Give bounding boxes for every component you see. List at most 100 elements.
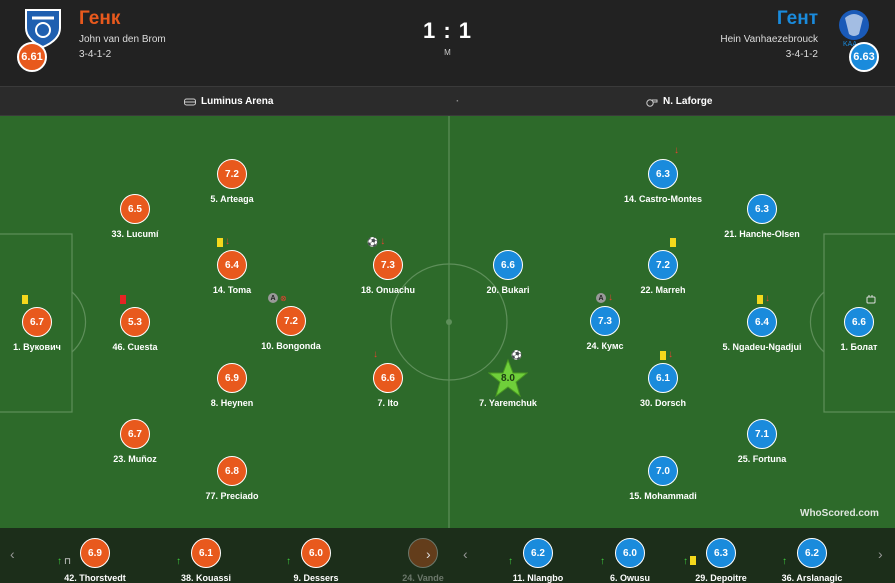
pitch-markings [0,116,895,528]
player-event-icons: A⊗ [268,293,287,303]
sub-rating: 6.3 [706,538,736,568]
sub-name: 9. Dessers [293,573,339,583]
sub-off-arrow-icon: ↓ [674,145,679,156]
player-name: 33. Lucumí [111,229,159,239]
substitution-icon: ⊗ [280,293,287,303]
subs-prev-arrow[interactable]: ‹ [10,546,15,562]
player-away-def-right[interactable]: 7.1 25. Fortuna [707,419,817,475]
sub-event-icons: ↑ [683,556,696,567]
player-rating: 6.9 [217,363,247,393]
player-home-gk[interactable]: 6.7 1. Вукович [0,294,92,363]
player-home-fw-1[interactable]: ⚽↓ 7.3 18. Onuachu [333,237,443,306]
goal-ball-icon: ⚽ [511,349,523,360]
player-rating: 7.0 [648,456,678,486]
match-info-bar: Luminus Arena · N. Laforge [0,86,895,116]
substitutes-bar: ‹ ↑⊓ 6.9 42. Thorstvedt ↑ 6.1 38. Kouass… [0,528,895,583]
red-card-icon [120,294,126,304]
player-name: 18. Onuachu [360,285,415,295]
player-away-gk[interactable]: 6.6 1. Болат [804,295,895,363]
sub-on-arrow-icon: ↑ [286,556,291,567]
player-home-mid-1[interactable]: 7.2 5. Arteaga [177,159,287,215]
sub-on-arrow-icon: ↑ [782,556,787,567]
home-formation: 3-4-1-2 [79,49,112,60]
whistle-icon [646,98,658,107]
player-home-def-center[interactable]: 5.3 46. Cuesta [80,294,190,363]
away-team-name[interactable]: Гент [776,8,818,29]
player-home-def-right[interactable]: 6.7 23. Muñoz [80,419,190,475]
referee-name: N. Laforge [663,96,713,107]
sub-home-4[interactable]: 24. Vande [383,538,463,583]
venue-name: Luminus Arena [201,96,274,107]
venue: Luminus Arena [184,96,273,107]
sub-off-arrow-icon: ↓ [668,349,673,360]
stadium-icon [184,98,196,105]
sub-name: 6. Owusu [609,573,650,583]
player-name: 8. Heynen [210,398,254,408]
player-rating: 6.3 [648,159,678,189]
player-name: 10. Bongonda [261,341,321,351]
player-away-fw-1[interactable]: 6.6 20. Bukari [453,250,563,306]
sub-on-arrow-icon: ↑ [57,556,62,567]
player-home-fw-2[interactable]: ↓ 6.6 7. Ito [333,350,443,419]
separator: · [456,96,460,107]
player-away-def-center[interactable]: ↓ 6.4 5. Ngadeu-Ngadjui [707,294,817,363]
gloves-icon [866,295,876,304]
match-header: 6.61 Генк John van den Brom 3-4-1-2 1 : … [0,0,895,86]
player-away-mid-4[interactable]: 7.0 15. Mohammadi [608,456,718,512]
player-event-icons: ⚽↓ [367,237,385,247]
sub-off-arrow-icon: ↓ [608,292,613,303]
sub-away-4[interactable]: ↑ 6.2 36. Arslanagic [772,538,852,583]
yellow-card-icon [217,237,223,247]
player-name: 24. Кумс [586,341,624,351]
sub-on-arrow-icon: ↑ [176,556,181,567]
away-team-rating: 6.63 [849,42,879,72]
player-away-mid-3[interactable]: ↓ 6.1 30. Dorsch [608,350,718,419]
sub-name: 11. Nlangbo [512,573,564,583]
sub-home-2[interactable]: ↑ 6.1 38. Kouassi [166,538,246,583]
sub-off-arrow-icon: ↓ [765,293,770,304]
player-away-mid-1[interactable]: ↓ 6.3 14. Castro-Montes [608,146,718,215]
sub-event-icons: ↑⊓ [57,556,71,567]
player-away-mid-2[interactable]: 7.2 22. Marreh [608,237,718,306]
sub-home-1[interactable]: ↑⊓ 6.9 42. Thorstvedt [55,538,135,583]
player-home-am[interactable]: A⊗ 7.2 10. Bongonda [236,293,346,362]
player-rating: 7.3 [373,250,403,280]
player-rating: 5.3 [120,307,150,337]
player-home-mid-3[interactable]: 6.9 8. Heynen [177,363,287,419]
player-home-mid-4[interactable]: 6.8 77. Preciado [177,456,287,512]
player-event-icons [22,294,28,304]
home-team-name[interactable]: Генк [79,8,121,29]
sub-home-3[interactable]: ↑ 6.0 9. Dessers [276,538,356,583]
away-manager: Hein Vanhaezebrouck [720,34,818,45]
subs-next-arrow[interactable]: › [426,546,431,562]
player-rating: 6.7 [22,307,52,337]
subs-prev-arrow-away[interactable]: ‹ [463,546,468,562]
sub-off-arrow-icon: ↓ [225,236,230,247]
referee: N. Laforge [646,96,712,107]
sub-away-3[interactable]: ↑ 6.3 29. Depoitre [681,538,761,583]
player-rating: 7.2 [276,306,306,336]
player-home-mid-2[interactable]: ↓ 6.4 14. Toma [177,237,287,306]
player-home-def-left[interactable]: 6.5 33. Lucumí [80,194,190,250]
sub-name: 24. Vande [402,573,444,583]
sub-away-2[interactable]: ↑ 6.0 6. Owusu [590,538,670,583]
yellow-card-icon [670,237,676,247]
player-away-am[interactable]: A↓ 7.3 24. Кумс [550,293,660,362]
player-name: 15. Mohammadi [629,491,697,501]
player-rating: 7.2 [648,250,678,280]
player-event-icons: ↓ [757,294,770,304]
player-rating: 6.5 [120,194,150,224]
player-name: 14. Toma [212,285,252,295]
sub-rating: 6.2 [523,538,553,568]
player-rating: 6.6 [493,250,523,280]
player-event-icons [670,237,676,247]
player-away-fw-2[interactable]: ⚽ 8.0 7. Yaremchuk [453,350,563,419]
player-away-def-left[interactable]: 6.3 21. Hanche-Olsen [707,194,817,250]
pitch: 6.7 1. Вукович 5.3 46. Cuesta 6.5 33. Lu… [0,116,895,528]
captain-icon: A [596,293,606,303]
player-name: 7. Yaremchuk [479,398,537,408]
gent-crest-icon[interactable]: KAA [833,6,875,48]
player-name: 25. Fortuna [737,454,787,464]
sub-away-1[interactable]: ↑ 6.2 11. Nlangbo [498,538,578,583]
subs-next-arrow-away[interactable]: › [878,546,883,562]
